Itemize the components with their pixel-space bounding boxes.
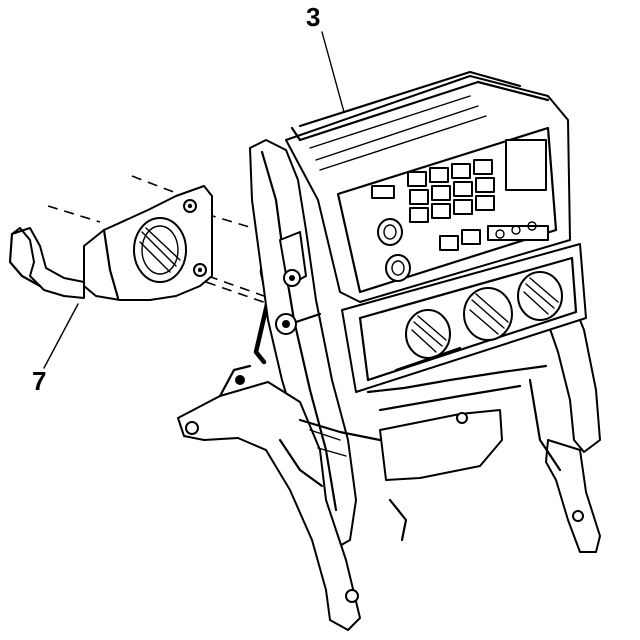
climate-control-knobs — [394, 271, 563, 372]
callout-3: 3 — [306, 2, 321, 32]
leader-line-3 — [321, 31, 345, 113]
leader-line-7 — [43, 303, 79, 369]
callout-7: 7 — [32, 366, 47, 396]
mounting-bracket — [8, 185, 213, 301]
radio-buttons — [371, 159, 549, 251]
radio-control-assembly — [177, 70, 601, 631]
